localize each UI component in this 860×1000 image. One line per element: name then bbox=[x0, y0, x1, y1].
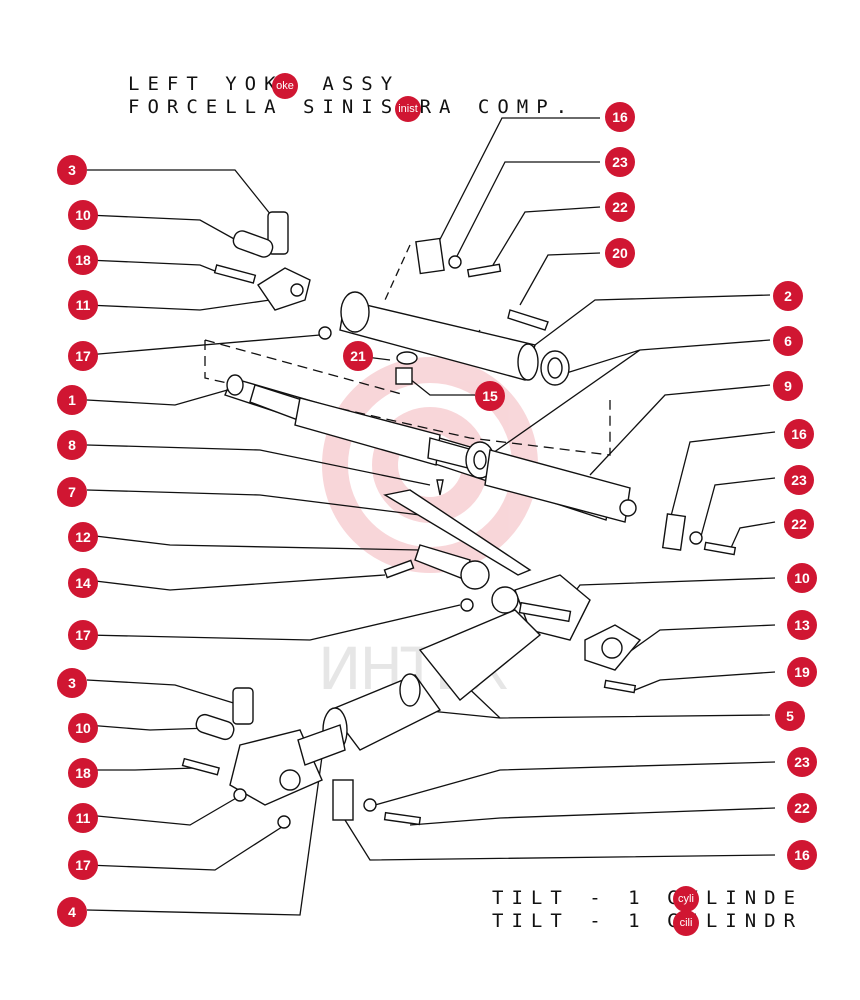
overlay-label-cilindro[interactable]: cili bbox=[673, 910, 699, 936]
parts bbox=[181, 211, 737, 829]
callout-23[interactable]: 23 bbox=[605, 147, 635, 177]
callout-16[interactable]: 16 bbox=[784, 419, 814, 449]
callout-12[interactable]: 12 bbox=[68, 522, 98, 552]
callout-11[interactable]: 11 bbox=[68, 290, 98, 320]
bottom-title-2: TILT - 1 CILINDR bbox=[492, 910, 804, 932]
callout-22[interactable]: 22 bbox=[784, 509, 814, 539]
callout-18[interactable]: 18 bbox=[68, 758, 98, 788]
callout-22[interactable]: 22 bbox=[605, 192, 635, 222]
callout-21[interactable]: 21 bbox=[343, 341, 373, 371]
overlay-label-sinistra[interactable]: inist bbox=[395, 96, 421, 122]
callout-19[interactable]: 19 bbox=[787, 657, 817, 687]
callout-6[interactable]: 6 bbox=[773, 326, 803, 356]
callout-5[interactable]: 5 bbox=[775, 701, 805, 731]
title-line-1: LEFT YOKE ASSY bbox=[128, 73, 401, 95]
callout-17[interactable]: 17 bbox=[68, 850, 98, 880]
callout-22[interactable]: 22 bbox=[787, 793, 817, 823]
overlay-label-yoke[interactable]: oke bbox=[272, 73, 298, 99]
callout-11[interactable]: 11 bbox=[68, 803, 98, 833]
callout-23[interactable]: 23 bbox=[787, 747, 817, 777]
overlay-label-cylinder[interactable]: cyli bbox=[673, 886, 699, 912]
callout-14[interactable]: 14 bbox=[68, 568, 98, 598]
callout-9[interactable]: 9 bbox=[773, 371, 803, 401]
callout-18[interactable]: 18 bbox=[68, 245, 98, 275]
callout-17[interactable]: 17 bbox=[68, 341, 98, 371]
callout-13[interactable]: 13 bbox=[787, 610, 817, 640]
callout-16[interactable]: 16 bbox=[605, 102, 635, 132]
callout-10[interactable]: 10 bbox=[787, 563, 817, 593]
callout-10[interactable]: 10 bbox=[68, 713, 98, 743]
leader-lines bbox=[86, 117, 776, 916]
callout-4[interactable]: 4 bbox=[57, 897, 87, 927]
callout-2[interactable]: 2 bbox=[773, 281, 803, 311]
callout-10[interactable]: 10 bbox=[68, 200, 98, 230]
callout-20[interactable]: 20 bbox=[605, 238, 635, 268]
title-line-2: FORCELLA SINISTRA COMP. bbox=[128, 96, 576, 118]
callout-17[interactable]: 17 bbox=[68, 620, 98, 650]
callout-16[interactable]: 16 bbox=[787, 840, 817, 870]
callout-8[interactable]: 8 bbox=[57, 430, 87, 460]
callout-3[interactable]: 3 bbox=[57, 155, 87, 185]
bottom-title-1: TILT - 1 CYLINDE bbox=[492, 887, 804, 909]
callout-7[interactable]: 7 bbox=[57, 477, 87, 507]
callout-15[interactable]: 15 bbox=[475, 381, 505, 411]
callout-23[interactable]: 23 bbox=[784, 465, 814, 495]
callout-3[interactable]: 3 bbox=[57, 668, 87, 698]
callout-1[interactable]: 1 bbox=[57, 385, 87, 415]
